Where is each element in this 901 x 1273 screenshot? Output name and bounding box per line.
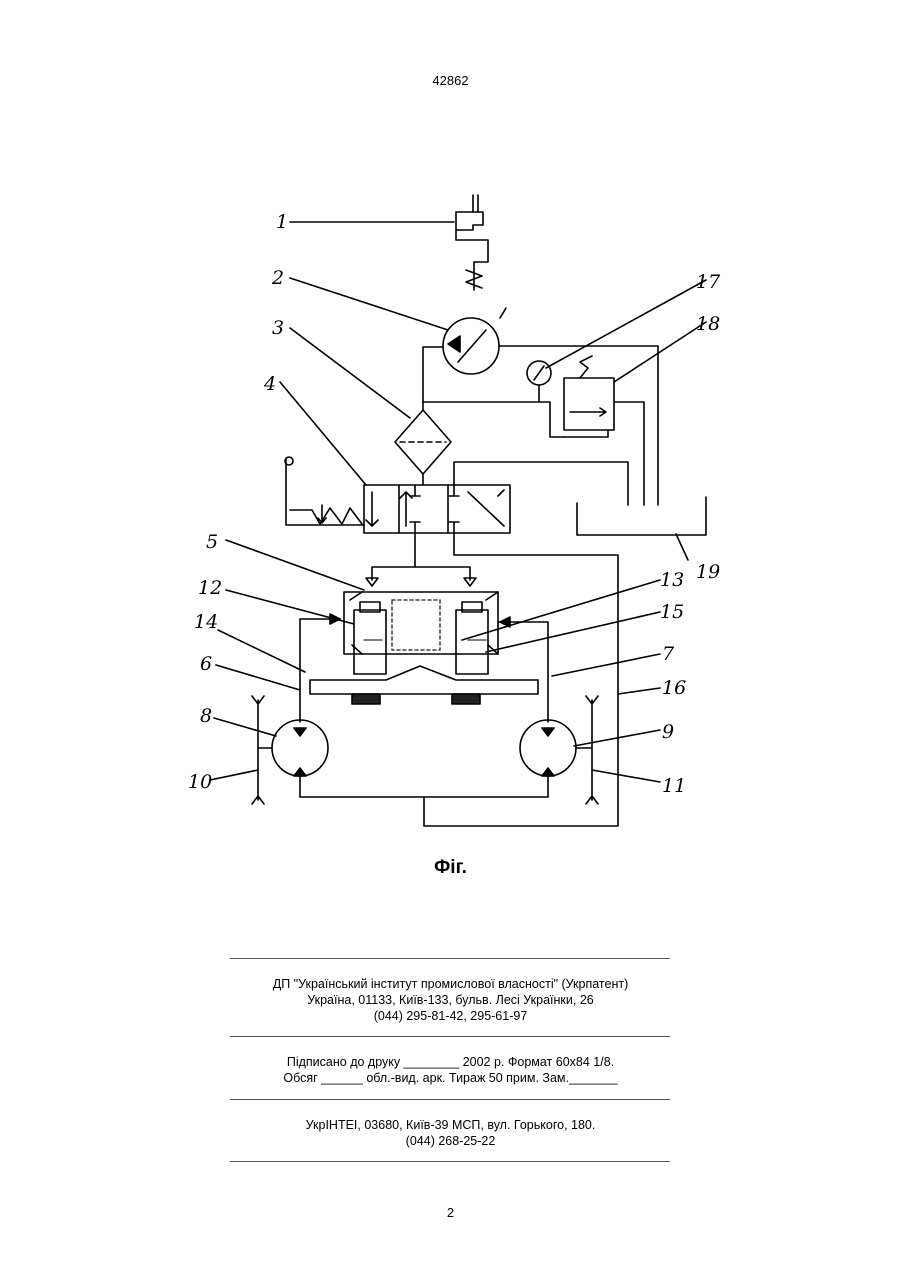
label-10: 10 xyxy=(188,771,212,793)
figure-caption: Фіг. xyxy=(0,857,901,879)
divider xyxy=(230,1099,670,1100)
page-number: 2 xyxy=(0,1205,901,1220)
label-9: 9 xyxy=(662,721,674,743)
label-15: 15 xyxy=(660,601,684,623)
org-line-1: ДП "Український інститут промислової вла… xyxy=(0,976,901,992)
label-1: 1 xyxy=(276,211,288,233)
label-19: 19 xyxy=(696,561,720,583)
label-12: 12 xyxy=(198,577,222,599)
label-14: 14 xyxy=(194,611,218,633)
hydraulic-diagram: 1 2 3 4 5 12 14 6 8 10 17 18 19 13 15 7 … xyxy=(0,0,901,900)
label-17: 17 xyxy=(696,271,721,293)
label-18: 18 xyxy=(696,313,720,335)
press-line-1: УкрІНТЕІ, 03680, Київ-39 МСП, вул. Горьк… xyxy=(0,1117,901,1133)
print-line-1: Підписано до друку ________ 2002 р. Форм… xyxy=(0,1054,901,1070)
label-11: 11 xyxy=(662,775,686,797)
label-8: 8 xyxy=(200,705,212,727)
press-line-2: (044) 268-25-22 xyxy=(0,1133,901,1149)
divider xyxy=(230,958,670,959)
org-line-2: Україна, 01133, Київ-133, бульв. Лесі Ук… xyxy=(0,992,901,1008)
label-4: 4 xyxy=(263,373,276,395)
label-13: 13 xyxy=(660,569,684,591)
divider xyxy=(230,1161,670,1162)
label-6: 6 xyxy=(200,653,212,675)
label-16: 16 xyxy=(662,677,686,699)
print-line-2: Обсяг ______ обл.-вид. арк. Тираж 50 при… xyxy=(0,1070,901,1086)
divider xyxy=(230,1036,670,1037)
label-7: 7 xyxy=(662,643,675,665)
label-5: 5 xyxy=(206,531,218,553)
label-2: 2 xyxy=(271,267,284,289)
label-3: 3 xyxy=(272,317,284,339)
org-line-3: (044) 295-81-42, 295-61-97 xyxy=(0,1008,901,1024)
